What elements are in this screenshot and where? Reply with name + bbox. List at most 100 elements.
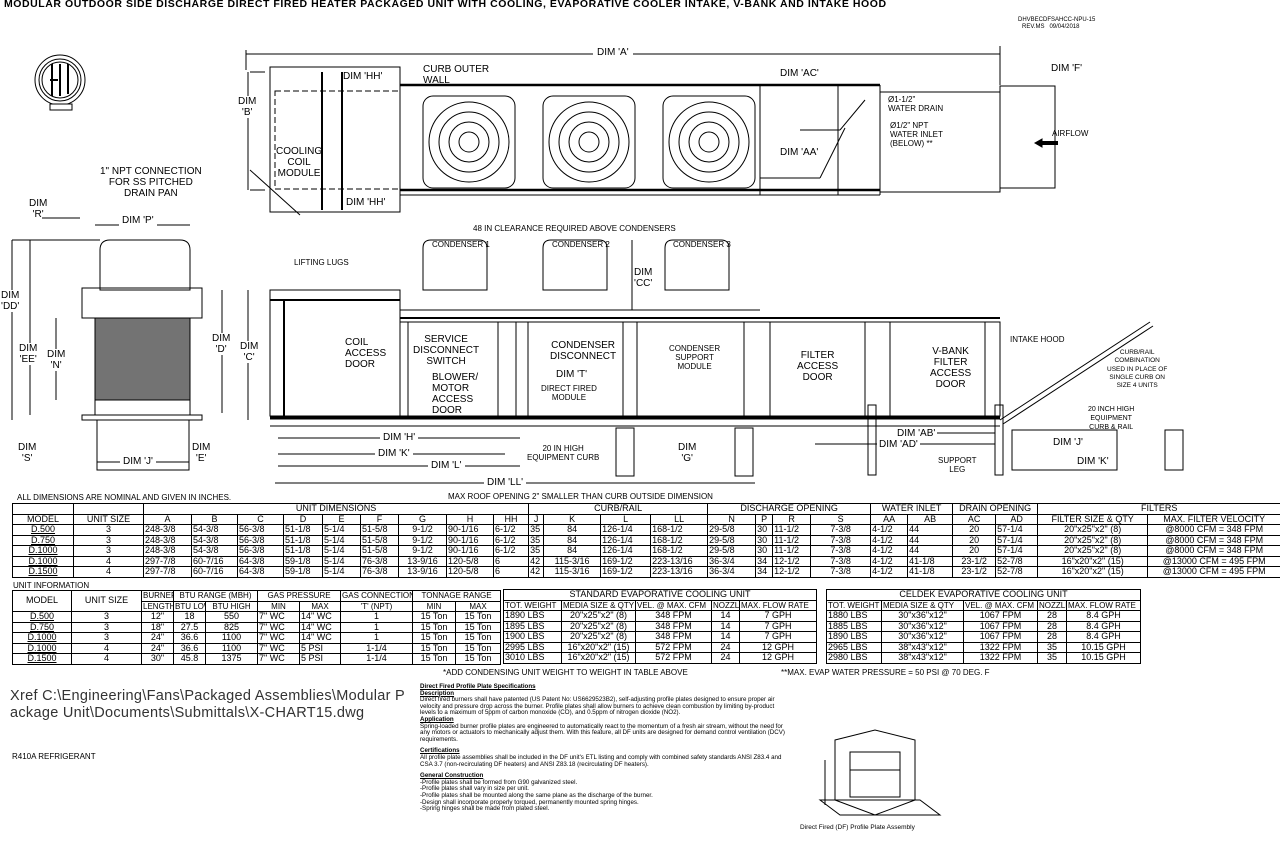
- table-cell: 5-1/4: [322, 534, 361, 546]
- column-header: J: [528, 513, 545, 525]
- column-header: LL: [650, 513, 709, 525]
- table-cell: 60-7/16: [191, 555, 238, 567]
- table-cell: 30": [141, 653, 174, 665]
- column-header: G: [398, 513, 447, 525]
- table-cell: 64-3/8: [237, 555, 284, 567]
- dim-cc-label: DIM 'CC': [634, 267, 653, 289]
- table-cell: 4: [71, 642, 142, 654]
- table-cell: 35: [1037, 652, 1067, 664]
- table-cell: 1880 LBS: [826, 610, 882, 622]
- table-cell: 24: [711, 641, 740, 653]
- table-cell: 248-3/8: [143, 545, 192, 557]
- table-cell: 14" WC: [298, 621, 342, 633]
- column-header: H: [446, 513, 494, 525]
- cooling-coil-module-label: COOLING COIL MODULE: [276, 146, 323, 179]
- table-cell: 51-1/8: [283, 534, 323, 546]
- table-cell: 297-7/8: [143, 566, 192, 578]
- column-header: NOZZLES: [1037, 599, 1067, 611]
- table-cell: 76-3/8: [360, 566, 399, 578]
- column-header: LENGTH: [141, 600, 174, 612]
- table-cell: 57-1/4: [995, 524, 1039, 536]
- column-header: MODEL: [12, 590, 72, 612]
- table-cell: 5-1/4: [322, 566, 361, 578]
- table-cell: 20"x25"x2" (8): [561, 610, 636, 622]
- table-cell: 54-3/8: [191, 524, 238, 536]
- table-cell: 44: [907, 524, 954, 536]
- column-header: UNIT SIZE: [73, 513, 144, 525]
- table-cell: 297-7/8: [143, 555, 192, 567]
- table-cell: 44: [907, 545, 954, 557]
- table-cell: 12-1/2: [772, 566, 812, 578]
- column-header: MAX: [455, 600, 502, 612]
- dim-f-label: DIM 'F': [1048, 63, 1086, 74]
- table-cell: 6-1/2: [492, 524, 530, 536]
- spec-certifications-heading: Certifications: [420, 747, 460, 755]
- table-cell: 57-1/4: [995, 534, 1039, 546]
- dim-ee-label: DIM 'EE': [19, 343, 38, 365]
- table-cell: 4: [73, 566, 144, 578]
- table-cell: 2980 LBS: [826, 652, 882, 664]
- column-header: BTU LOW: [173, 600, 206, 612]
- table-cell: 248-3/8: [143, 524, 192, 536]
- add-condensing-note: *ADD CONDENSING UNIT WEIGHT TO WEIGHT IN…: [443, 668, 688, 677]
- side-elevation: [269, 239, 1184, 484]
- table-cell: 3: [71, 621, 142, 633]
- dim-t-label: DIM 'T': [556, 369, 588, 380]
- table-cell: 1: [340, 611, 414, 623]
- table-cell: 14: [711, 620, 740, 632]
- table-cell: 20: [952, 524, 997, 536]
- table-cell: 56-3/8: [237, 534, 284, 546]
- water-inlet-label: Ø1/2" NPT WATER INLET (BELOW) **: [890, 121, 943, 148]
- table-cell: 115-3/16: [543, 555, 602, 567]
- document-id: DHVBECDFSAHCC-NPU-15: [1018, 17, 1096, 23]
- airflow-label: AIRFLOW: [1052, 129, 1089, 138]
- table-cell: 1067 FPM: [963, 631, 1038, 643]
- table-cell: 7-3/8: [810, 534, 872, 546]
- table-cell: 59-1/8: [283, 555, 323, 567]
- table-cell: 60-7/16: [191, 566, 238, 578]
- table-cell: 12 GPH: [738, 652, 818, 664]
- table-cell: 34: [755, 566, 774, 578]
- spec-application: Spring-loaded burner profile plates are …: [420, 722, 785, 743]
- dim-ll-label: DIM 'LL': [484, 477, 527, 488]
- table-cell: 6-1/2: [492, 534, 530, 546]
- xref-path: Xref C:\Engineering\Fans\Packaged Assemb…: [10, 688, 406, 721]
- table-cell: 38"x43"x12": [881, 652, 964, 664]
- table-cell: 115-3/16: [543, 566, 602, 578]
- filter-access-door-label: FILTER ACCESS DOOR: [797, 350, 839, 383]
- column-header: R: [772, 513, 812, 525]
- table-cell: 9-1/2: [398, 545, 447, 557]
- table-cell: 51-5/8: [360, 545, 399, 557]
- dim-d-label: DIM 'D': [212, 333, 231, 355]
- table-cell: D.1000: [12, 545, 74, 557]
- table-cell: 6: [492, 555, 530, 567]
- intake-hood-label: INTAKE HOOD: [1010, 335, 1065, 344]
- group-header: UNIT DIMENSIONS: [142, 503, 530, 515]
- table-cell: D.500: [12, 611, 72, 623]
- table-cell: 7" WC: [257, 653, 300, 665]
- table-cell: 90-1/16: [446, 524, 494, 536]
- table-cell: 126-1/4: [600, 545, 652, 557]
- table-cell: 1: [340, 621, 414, 633]
- table-cell: 3: [73, 534, 144, 546]
- profile-plate-specifications: Direct Fired Profile Plate Specification…: [420, 683, 790, 813]
- table-cell: D.1500: [12, 653, 72, 665]
- column-header: D: [283, 513, 323, 525]
- column-header: MIN: [257, 600, 300, 612]
- roof-opening-note: MAX ROOF OPENING 2" SMALLER THAN CURB OU…: [448, 492, 713, 501]
- table-cell: 12": [141, 611, 174, 623]
- condenser-1-label: CONDENSER 1: [432, 240, 490, 249]
- column-header: L: [600, 513, 652, 525]
- table-cell: 348 FPM: [635, 610, 712, 622]
- column-header: 'T' (NPT): [340, 600, 414, 612]
- table-cell: 64-3/8: [237, 566, 284, 578]
- table-cell: 8.4 GPH: [1065, 620, 1142, 632]
